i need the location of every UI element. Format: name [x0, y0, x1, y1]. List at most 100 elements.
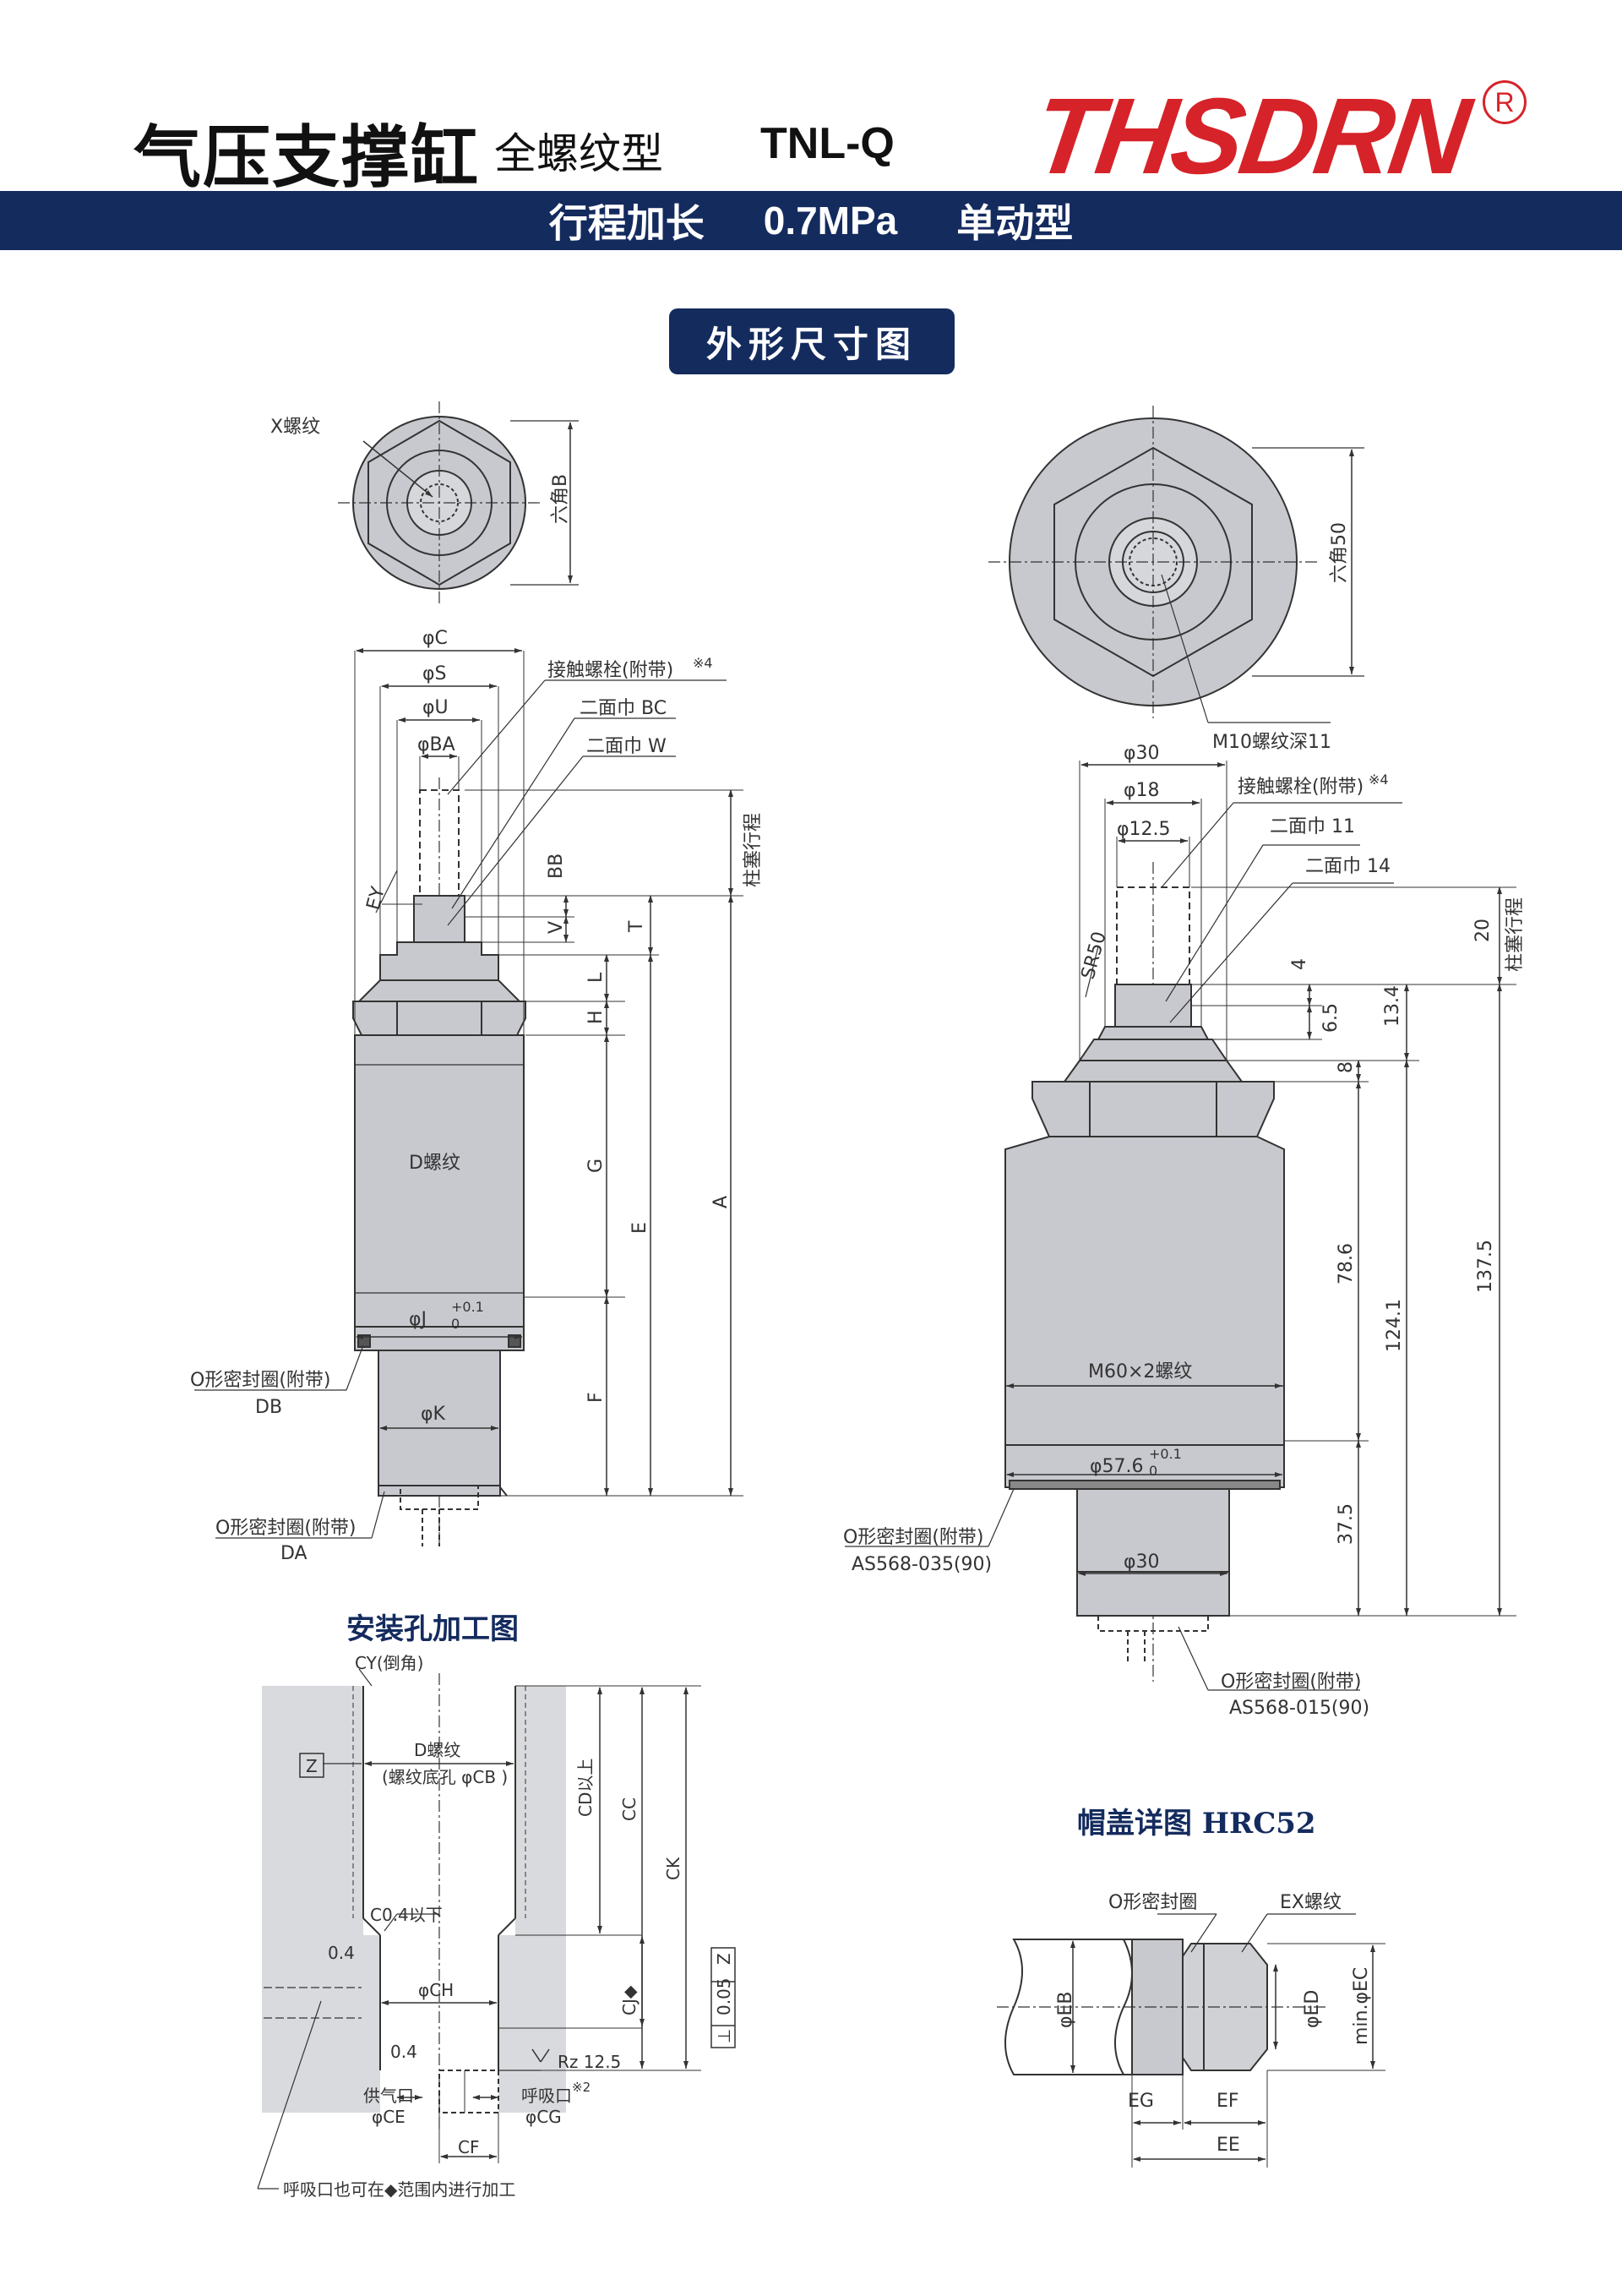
banner-pressure: 0.7MPa	[763, 199, 898, 243]
label-m60: M60×2螺纹	[1088, 1361, 1192, 1383]
label-note4: ※4	[693, 655, 713, 671]
label-flat-w: 二面巾 W	[586, 736, 667, 757]
label-ck: CK	[663, 1857, 683, 1880]
label-r-oring-bottom: O形密封圈(附带)	[1221, 1672, 1361, 1693]
label-cap-oring: O形密封圈	[1108, 1892, 1197, 1913]
label-r-note4: ※4	[1369, 772, 1389, 788]
label-cj: CJ◆	[619, 1985, 640, 2015]
label-cc: CC	[619, 1797, 640, 1821]
label-phi18: φ18	[1124, 780, 1160, 801]
label-r-contact-bolt: 接触螺栓(附带)	[1238, 777, 1363, 798]
label-db: DB	[255, 1397, 282, 1418]
label-tol-plus: +0.1	[451, 1299, 484, 1315]
product-subtitle: 全螺纹型	[494, 129, 663, 178]
label-ee: EE	[1216, 2135, 1240, 2156]
label-e: E	[629, 1222, 650, 1234]
label-phi576: φ57.6	[1090, 1456, 1144, 1477]
label-r-tol-plus: +0.1	[1149, 1446, 1182, 1462]
label-c04: C0.4以下	[370, 1905, 443, 1925]
label-flat-bc: 二面巾 BC	[580, 698, 667, 719]
label-flat14: 二面巾 14	[1305, 856, 1391, 877]
label-mount-note: 呼吸口也可在◆范围内进行加工	[283, 2179, 515, 2200]
label-phi-u: φU	[422, 697, 449, 718]
label-tol-zero: 0	[451, 1316, 460, 1332]
label-phi-s: φS	[422, 663, 446, 684]
label-bb: BB	[546, 854, 567, 879]
label-supply: 供气口	[363, 2086, 414, 2106]
model-number: TNL-Q	[760, 119, 895, 168]
label-flat11: 二面巾 11	[1270, 816, 1355, 837]
label-h: H	[585, 1010, 607, 1024]
label-phi-cg: φCG	[525, 2107, 562, 2127]
label-r-oring-top: O形密封圈(附带)	[843, 1527, 983, 1548]
spec-banner-text: 行程加长 0.7MPa 单动型	[0, 191, 1622, 250]
label-phi-k: φK	[421, 1404, 446, 1425]
label-oring-db: O形密封圈(附带)	[190, 1370, 330, 1391]
label-eg: EG	[1128, 2091, 1154, 2112]
label-d1241: 124.1	[1384, 1299, 1405, 1352]
registered-mark-icon: R	[1483, 80, 1527, 124]
label-hex-b: 六角B	[550, 474, 571, 524]
banner-stroke: 行程加长	[548, 200, 705, 246]
label-m10: M10螺纹深11	[1212, 732, 1331, 753]
label-rz: Rz 12.5	[558, 2052, 621, 2072]
label-cy: CY(倒角)	[355, 1653, 423, 1673]
label-l: L	[585, 972, 607, 983]
label-sr50: SR50	[1078, 930, 1111, 982]
section-label-outline: 外形尺寸图	[669, 308, 955, 374]
label-da: DA	[280, 1543, 308, 1564]
label-z-box: Z	[306, 1756, 318, 1776]
label-d65: 6.5	[1320, 1003, 1342, 1033]
label-contact-bolt: 接触螺栓(附带)	[547, 660, 673, 681]
label-d8: 8	[1336, 1061, 1357, 1073]
label-cf: CF	[458, 2137, 479, 2157]
label-phi-ba: φBA	[417, 734, 455, 755]
label-cd: CD以上	[575, 1759, 596, 1817]
label-g: G	[585, 1159, 607, 1173]
label-a: A	[710, 1196, 732, 1208]
label-f: F	[585, 1392, 607, 1403]
label-d375: 37.5	[1336, 1503, 1357, 1545]
label-tol-z: Z	[714, 1953, 734, 1965]
label-phi30-bottom: φ30	[1124, 1552, 1160, 1573]
label-as035: AS568-035(90)	[852, 1554, 992, 1575]
label-ef: EF	[1216, 2091, 1239, 2112]
label-phi30: φ30	[1124, 743, 1160, 764]
label-breath: 呼吸口	[521, 2086, 572, 2106]
label-04a: 0.4	[328, 1943, 355, 1963]
label-x-thread: X螺纹	[270, 417, 320, 438]
banner-action: 单动型	[956, 200, 1074, 246]
label-phi-ce: φCE	[372, 2107, 406, 2127]
label-r-plunger-stroke: 柱塞行程	[1505, 897, 1526, 972]
label-d786: 78.6	[1336, 1243, 1357, 1284]
label-oring-da: O形密封圈(附带)	[215, 1518, 356, 1539]
label-phi-j: φJ	[409, 1309, 427, 1330]
label-note2: ※2	[572, 2080, 591, 2095]
label-t: T	[626, 920, 647, 933]
spec-banner	[0, 191, 1622, 250]
section-label-cap: 帽盖详图 HRC52	[1077, 1807, 1316, 1841]
label-mount-d-thread: D螺纹	[414, 1740, 460, 1760]
label-d134: 13.4	[1382, 985, 1403, 1027]
label-min-ec: min.φEC	[1351, 1967, 1372, 2045]
label-as015: AS568-015(90)	[1229, 1698, 1369, 1719]
label-v: V	[546, 921, 567, 934]
label-phi-ch: φCH	[418, 1980, 454, 2000]
label-cap-ex: EX螺纹	[1280, 1892, 1342, 1913]
page-title: 气压支撑缸	[133, 118, 480, 197]
section-label-mount: 安装孔加工图	[346, 1612, 519, 1646]
label-perp: ⊥	[714, 2029, 734, 2043]
label-hex50: 六角50	[1329, 522, 1350, 583]
label-d1375: 137.5	[1475, 1240, 1496, 1293]
label-ey: EY	[363, 884, 389, 912]
label-04b: 0.4	[390, 2042, 417, 2062]
label-r-tol-zero: 0	[1149, 1463, 1157, 1479]
label-phi-ed: φED	[1302, 1990, 1323, 2028]
label-phi-c: φC	[422, 628, 448, 649]
label-cb: (螺纹底孔 φCB )	[382, 1767, 508, 1787]
label-d4: 4	[1289, 958, 1310, 970]
label-phi-eb: φEB	[1055, 1991, 1076, 2028]
label-stroke20: 20	[1472, 919, 1494, 942]
label-phi125: φ12.5	[1117, 819, 1171, 840]
